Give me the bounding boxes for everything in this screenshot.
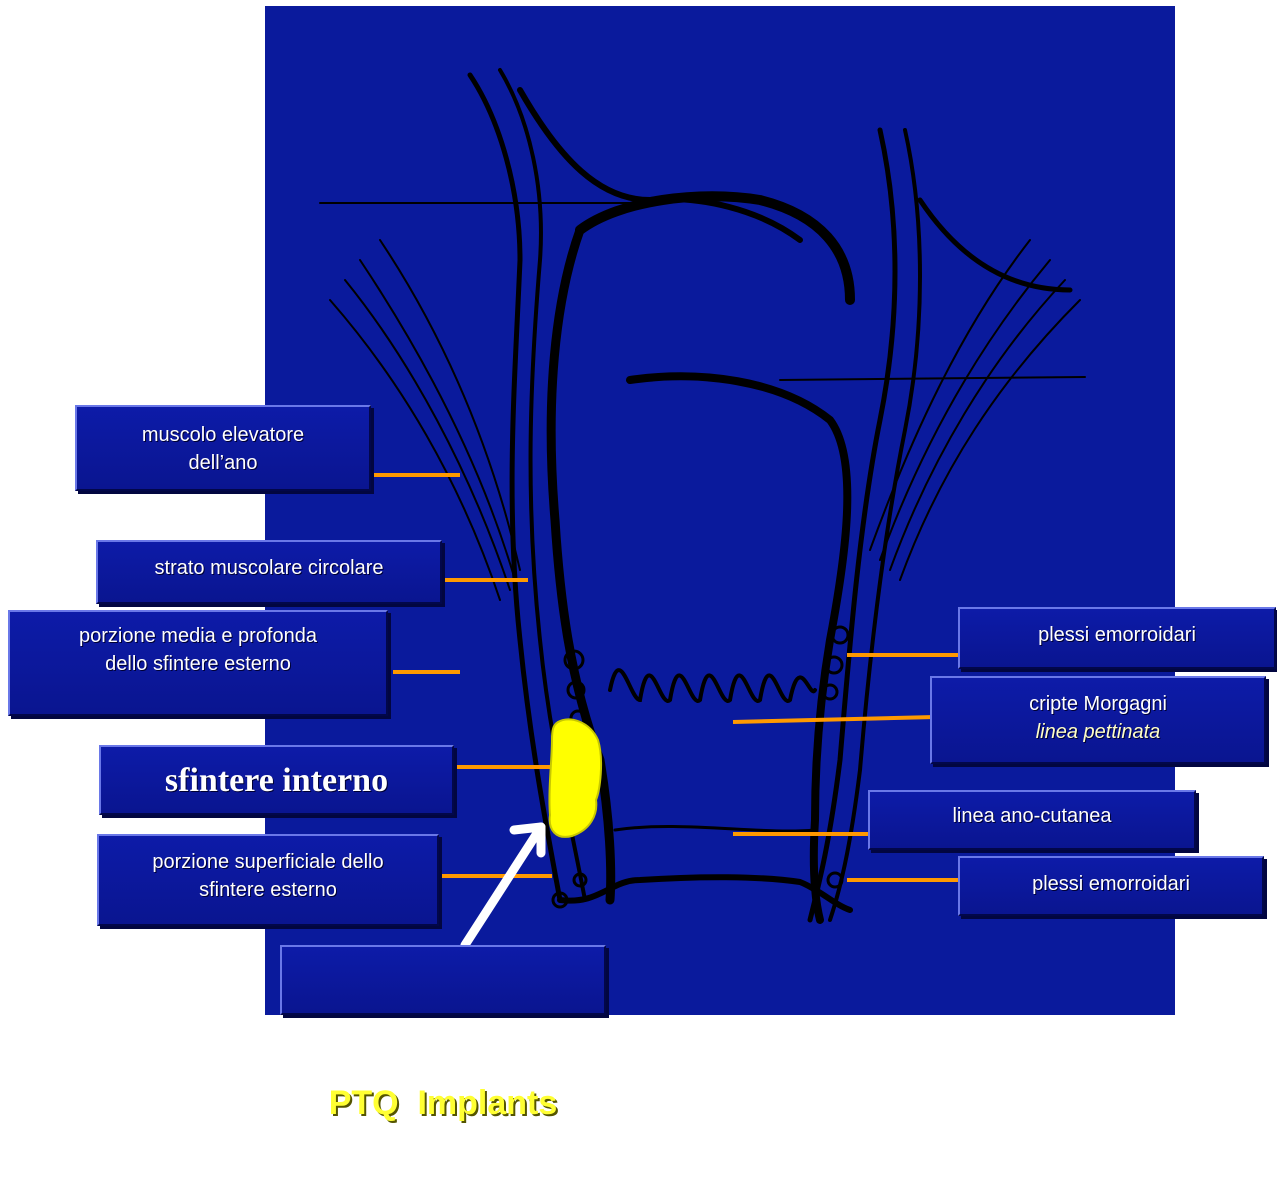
label-anocutaneous-line: linea ano-cutanea xyxy=(868,790,1196,850)
label-hemorrhoidal-plexus-upper: plessi emorroidari xyxy=(958,607,1276,669)
label-text: cripte Morgagni xyxy=(932,690,1264,718)
label-text: porzione superficiale dello xyxy=(99,848,437,876)
ptq-implant xyxy=(549,719,601,837)
label-ptq-implants: PTQ Implants xyxy=(280,945,606,1015)
label-hemorrhoidal-plexus-lower: plessi emorroidari xyxy=(958,856,1264,916)
leader-morgagni xyxy=(733,717,935,722)
label-levator-ani: muscolo elevatore dell’ano xyxy=(75,405,371,491)
morgagni-crypts xyxy=(610,670,815,701)
label-text: sfintere interno xyxy=(101,751,452,811)
label-text: porzione media e profonda xyxy=(10,622,386,650)
label-text: muscolo elevatore xyxy=(77,421,369,449)
right-upper-fold xyxy=(920,200,1070,290)
label-external-sphincter-superficial: porzione superficiale dello sfintere est… xyxy=(97,834,439,926)
label-text: linea ano-cutanea xyxy=(870,802,1194,830)
rectal-lumen xyxy=(580,196,850,300)
label-text-pectinate: linea pettinata xyxy=(932,718,1264,746)
label-circular-muscle: strato muscolare circolare xyxy=(96,540,442,604)
ptq-implants-text: PTQ Implants xyxy=(282,1073,604,1133)
label-text: strato muscolare circolare xyxy=(98,554,440,582)
label-text: plessi emorroidari xyxy=(960,870,1262,898)
right-mucosa xyxy=(630,376,847,920)
arrow-icon xyxy=(465,827,541,945)
label-morgagni-crypts: cripte Morgagni linea pettinata xyxy=(930,676,1266,764)
left-upper-fold xyxy=(520,90,800,240)
label-text: dell’ano xyxy=(77,449,369,477)
anal-verge xyxy=(560,877,850,910)
label-external-sphincter-deep: porzione media e profonda dello sfintere… xyxy=(8,610,388,716)
label-text: sfintere esterno xyxy=(99,876,437,904)
label-internal-sphincter: sfintere interno xyxy=(99,745,454,815)
label-text: plessi emorroidari xyxy=(960,621,1274,649)
label-text: dello sfintere esterno xyxy=(10,650,386,678)
anocutaneous-line xyxy=(615,826,815,831)
pointer-line-right xyxy=(780,377,1085,380)
